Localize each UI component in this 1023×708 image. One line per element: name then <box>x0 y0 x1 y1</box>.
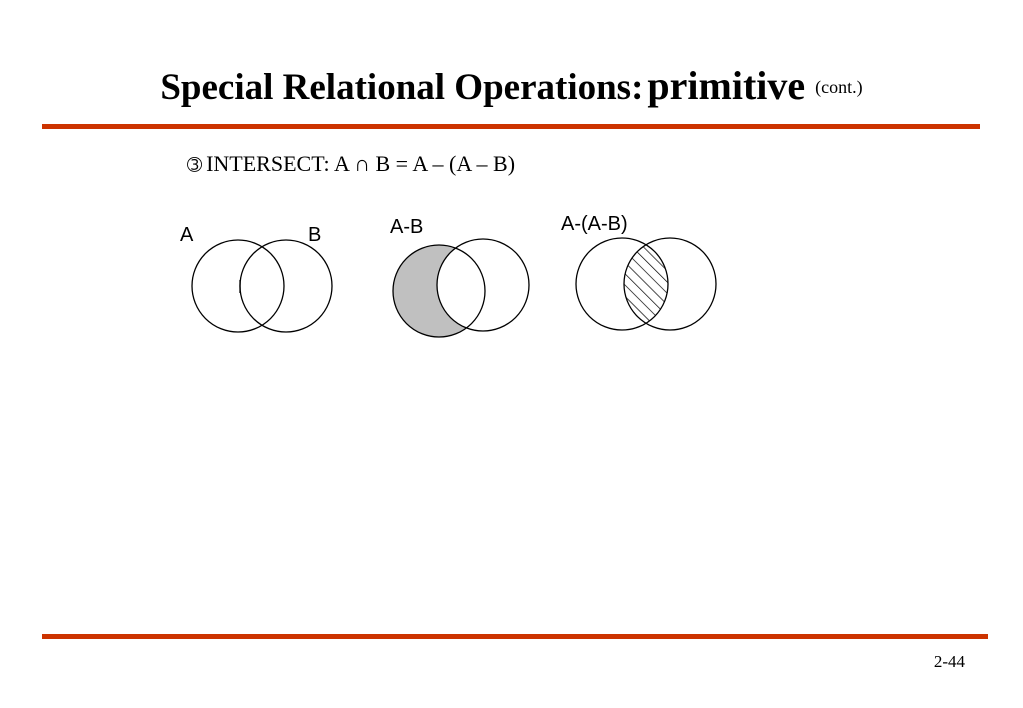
intersect-formula: INTERSECT: A ∩ B = A – (A – B) <box>206 151 516 176</box>
venn-a-b <box>191 239 333 333</box>
bullet-icon: ➂ <box>187 155 203 175</box>
title-emphasis: primitive <box>647 63 806 108</box>
intersection-region <box>624 238 668 330</box>
top-rule <box>42 124 980 129</box>
title-suffix: (cont.) <box>815 77 863 97</box>
circle-b <box>239 239 333 333</box>
label-a-minus-a-minus-b: A-(A-B) <box>561 213 628 235</box>
circle-b <box>436 238 530 332</box>
label-a-minus-b: A-B <box>390 216 424 238</box>
circle-a <box>191 239 285 333</box>
slide-title: Special Relational Operations: primitive… <box>0 62 1023 109</box>
venn-a-minus-b <box>392 238 530 338</box>
bottom-rule <box>42 634 988 639</box>
venn-intersection <box>575 237 717 331</box>
circle-b <box>623 237 717 331</box>
circle-a <box>575 237 669 331</box>
label-b: B <box>308 224 322 246</box>
circle-a <box>392 244 486 338</box>
label-a: A <box>180 224 194 246</box>
page-number: 2-44 <box>933 652 965 671</box>
title-main: Special Relational Operations: <box>160 67 644 108</box>
